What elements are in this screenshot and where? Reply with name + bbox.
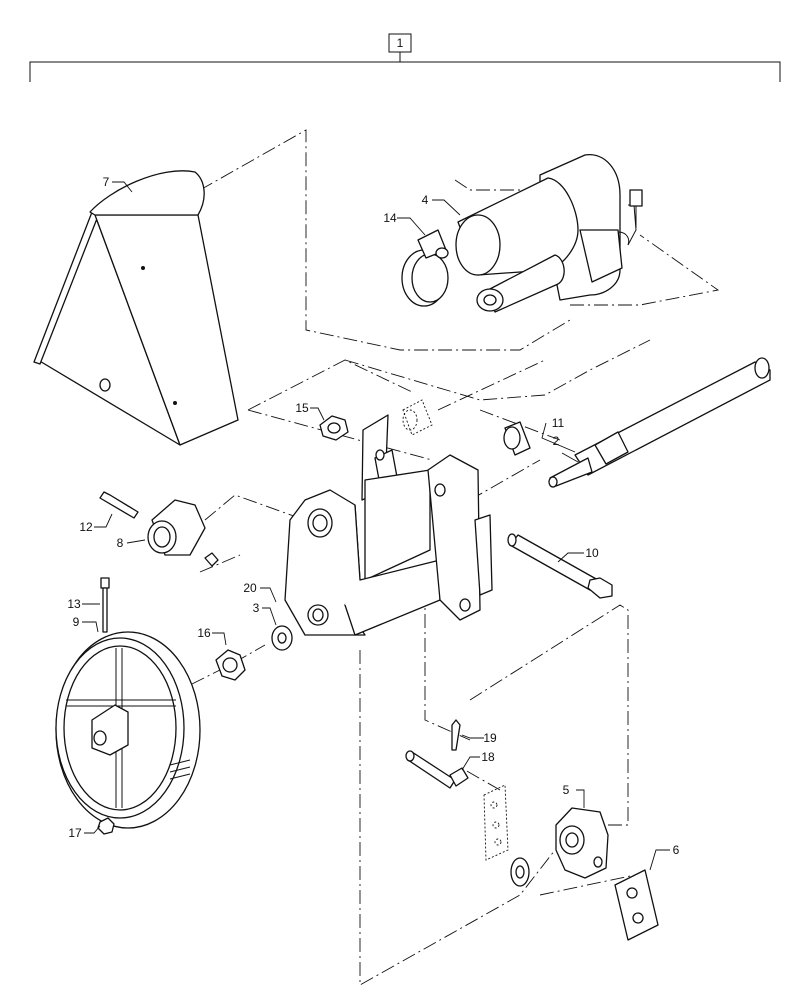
washer-part-3 <box>271 625 293 651</box>
callout-20: 20 <box>243 581 257 595</box>
callout-11: 11 <box>552 416 565 430</box>
callout-13: 13 <box>67 597 81 611</box>
callout-4: 4 <box>422 193 429 207</box>
callout-7: 7 <box>103 175 110 189</box>
callout-8: 8 <box>117 536 124 550</box>
callout-19: 19 <box>483 731 497 745</box>
callout-2: 2 <box>553 434 560 448</box>
callout-15: 15 <box>295 401 309 415</box>
cover-part-7 <box>33 170 239 446</box>
callout-labels: 7 4 14 11 2 15 10 12 8 13 9 20 16 3 17 1… <box>67 175 679 857</box>
callout-3: 3 <box>253 601 260 615</box>
bushing-hidden <box>402 399 433 436</box>
plate-part-6 <box>614 869 659 941</box>
callout-14: 14 <box>383 211 397 225</box>
plate-hidden <box>483 784 509 861</box>
callout-16: 16 <box>197 626 211 640</box>
cotter-part-19 <box>451 719 461 751</box>
hub-part-8 <box>147 499 219 567</box>
leader-lines <box>82 181 670 871</box>
housing-part-20 <box>284 414 493 636</box>
callout-6: 6 <box>673 843 680 857</box>
shaft-part-2 <box>548 357 771 488</box>
motor-part-4 <box>455 154 643 313</box>
bolt-part-13 <box>100 577 110 633</box>
clamp-part-14 <box>401 229 449 307</box>
callout-17: 17 <box>68 826 82 840</box>
bushing-part-11 <box>503 421 531 456</box>
callout-18: 18 <box>481 750 495 764</box>
bolt-part-12 <box>99 491 139 519</box>
callout-9: 9 <box>73 615 80 629</box>
lock-washer <box>510 857 530 887</box>
nut-part-15 <box>319 415 349 441</box>
assembly-bracket: 1 <box>29 33 781 82</box>
callout-5: 5 <box>563 783 570 797</box>
nut-part-16 <box>215 649 246 681</box>
assembly-ref-label: 1 <box>397 36 404 50</box>
callout-10: 10 <box>585 546 599 560</box>
bolt-part-10 <box>507 533 613 599</box>
callout-12: 12 <box>79 520 93 534</box>
handwheel-part-9 <box>55 631 201 829</box>
pin-part-18 <box>405 750 469 789</box>
block-part-5 <box>555 807 609 879</box>
